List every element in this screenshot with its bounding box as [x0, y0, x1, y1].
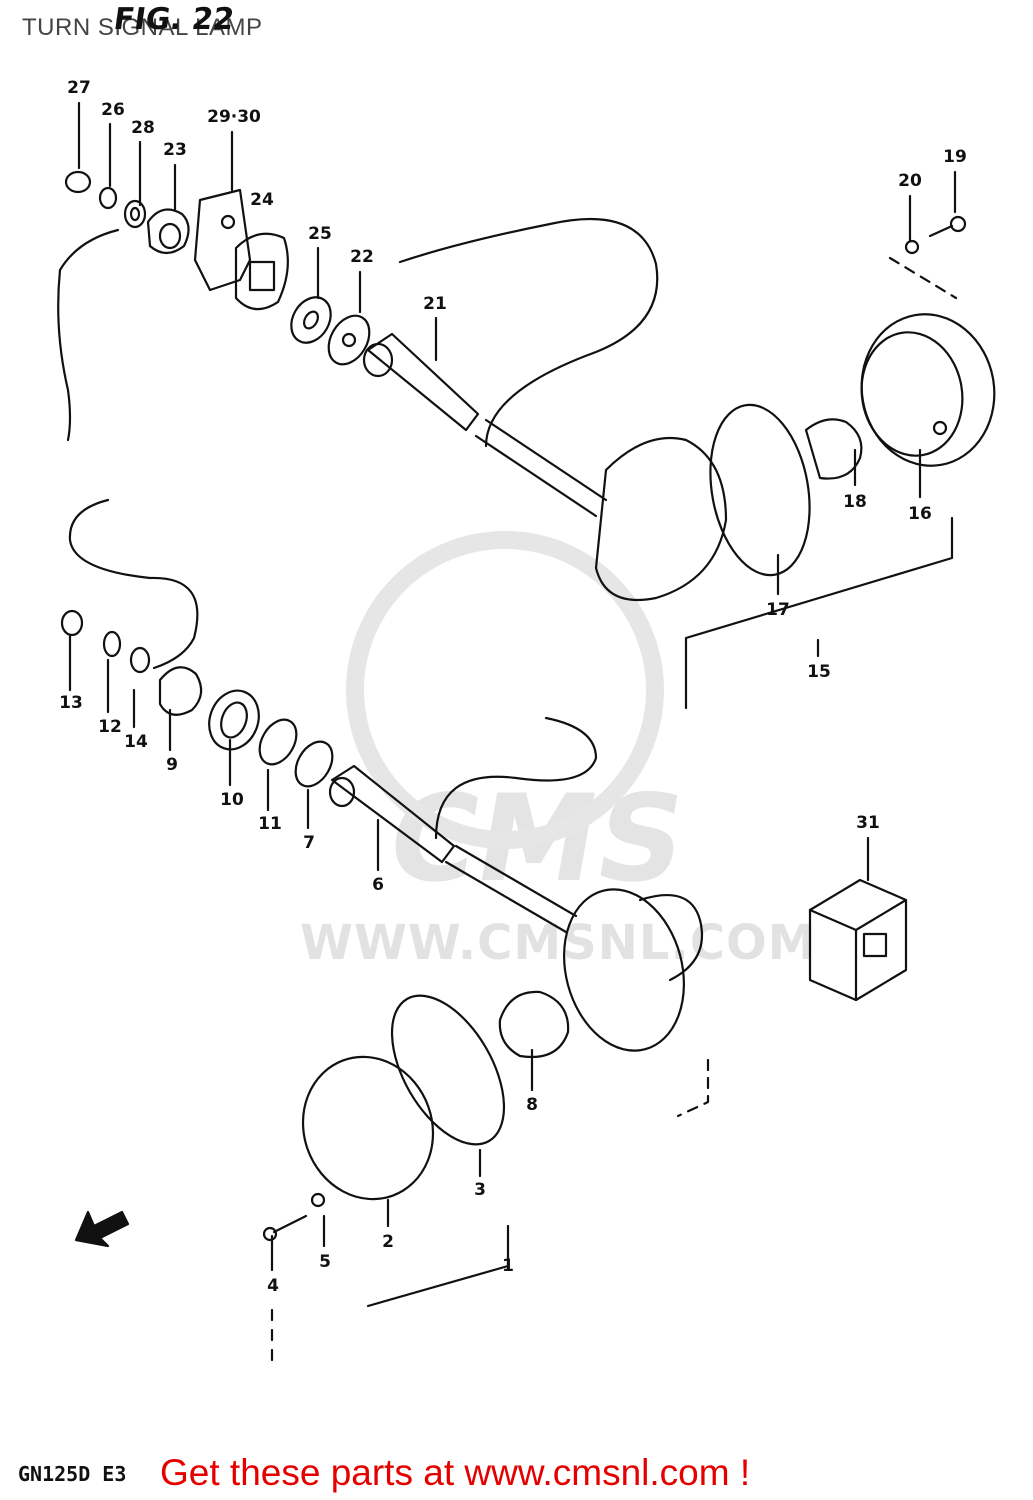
part-number-label: 6: [372, 875, 384, 895]
part-number-label: 28: [131, 118, 155, 138]
part-number-label: 19: [943, 147, 967, 167]
part-number-label: 17: [766, 600, 790, 620]
page-title: TURN SIGNAL LAMP: [22, 14, 263, 41]
part-number-label: 3: [474, 1180, 486, 1200]
part-number-label: 11: [258, 814, 282, 834]
part-number-label: 25: [308, 224, 332, 244]
part-number-label: 2: [382, 1232, 394, 1252]
part-number-label: 20: [898, 171, 922, 191]
part-number-label: 13: [59, 693, 83, 713]
part-number-label: 8: [526, 1095, 538, 1115]
part-number-label: 14: [124, 732, 148, 752]
model-code: GN125D E3: [18, 1462, 127, 1486]
part-number-label: 15: [807, 662, 831, 682]
part-number-label: 10: [220, 790, 244, 810]
part-number-label: 23: [163, 140, 187, 160]
part-number-label: 1: [502, 1256, 514, 1276]
part-number-label: 22: [350, 247, 374, 267]
promo-link[interactable]: Get these parts at www.cmsnl.com !: [160, 1452, 751, 1493]
part-number-label: 4: [267, 1276, 279, 1296]
part-number-label: 18: [843, 492, 867, 512]
part-number-label: 27: [67, 78, 91, 98]
part-number-label: 31: [856, 813, 880, 833]
part-number-label: 16: [908, 504, 932, 524]
part-number-label: 24: [250, 190, 274, 210]
part-number-label: 29·30: [207, 107, 261, 127]
watermark-url: WWW.CMSNL.COM: [300, 915, 817, 971]
part-number-label: 5: [319, 1252, 331, 1272]
part-number-label: 9: [166, 755, 178, 775]
part-number-label: 26: [101, 100, 125, 120]
part-number-label: 21: [423, 294, 447, 314]
part-number-label: 12: [98, 717, 122, 737]
part-number-label: 7: [303, 833, 315, 853]
